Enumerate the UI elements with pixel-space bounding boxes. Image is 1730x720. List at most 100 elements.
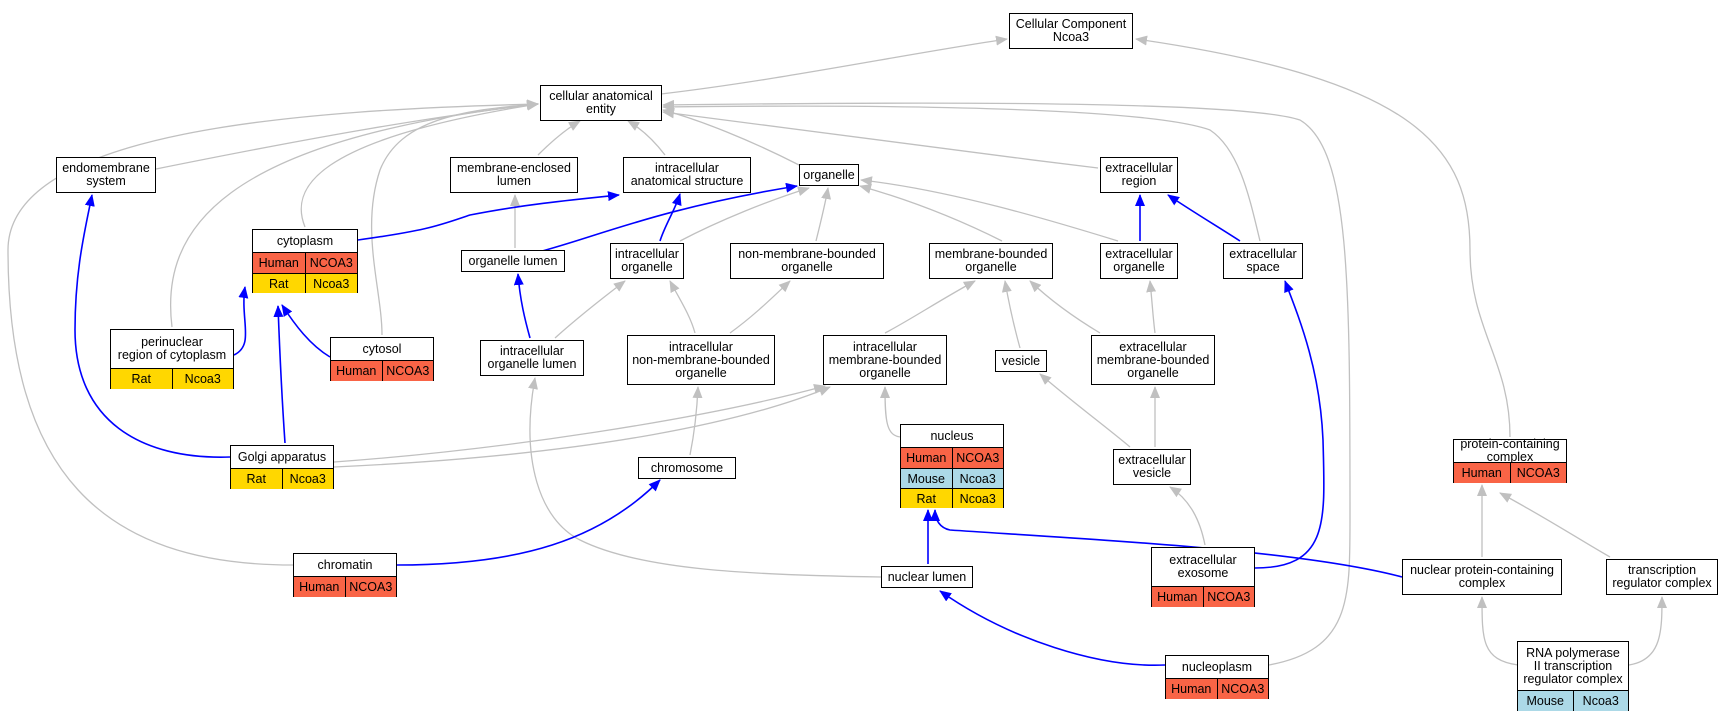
go-term-org[interactable]: organelle — [799, 164, 859, 186]
go-term-vesicle[interactable]: vesicle — [995, 350, 1047, 372]
go-term-label-line: nucleus — [930, 428, 974, 443]
go-term-nuclum[interactable]: nuclear lumen — [881, 566, 973, 588]
go-term-label-line: membrane-bounded — [1096, 352, 1210, 367]
go-term-label: chromosome — [639, 458, 735, 478]
edge-intorg-part_of-ias — [659, 193, 682, 242]
species-cell: Rat — [253, 274, 305, 293]
go-term-label-line: organelle — [675, 365, 727, 380]
go-term-label-line: Golgi apparatus — [237, 449, 327, 464]
gene-cell: NCOA3 — [344, 577, 396, 597]
species-cell: Human — [1166, 679, 1217, 699]
go-term-label-line: exosome — [1177, 566, 1229, 580]
go-term-label-line: protein-containing — [1460, 437, 1560, 451]
edge-exsp-part_of-exreg — [1167, 194, 1241, 242]
go-term-label: organelle — [800, 165, 858, 185]
go-term-label-line: transcription — [1627, 563, 1697, 577]
go-term-label-line: nuclear protein-containing — [1410, 563, 1554, 577]
go-term-label: cytosol — [331, 338, 433, 360]
go-term-orglum[interactable]: organelle lumen — [461, 250, 565, 272]
gene-cell: Ncoa3 — [304, 274, 357, 293]
go-term-label-line: nuclear lumen — [887, 569, 967, 584]
go-term-label-line: anatomical structure — [630, 174, 744, 188]
edge-golgi-part_of-endo — [74, 194, 231, 458]
go-term-label-line: endomembrane — [62, 161, 150, 175]
species-cell: Rat — [901, 489, 952, 508]
go-term-label: vesicle — [996, 351, 1046, 371]
gene-cell: NCOA3 — [1202, 587, 1254, 607]
go-term-label-line: regulator complex — [1523, 671, 1623, 686]
go-term-label-line: entity — [586, 102, 616, 116]
edge-exorg-is_a-org — [860, 176, 1119, 242]
edge-exo-part_of-exsp — [1254, 280, 1325, 569]
edge-orglum-part_of-org — [526, 182, 798, 256]
edge-trc-is_a-pcc — [1499, 492, 1611, 558]
go-term-label-line: complex — [1458, 576, 1506, 590]
go-term-label-line: region — [1121, 174, 1157, 188]
species-cell: Human — [294, 577, 345, 597]
edge-peri-is_a-cae — [169, 100, 539, 328]
go-term-label-line: organelle lumen — [487, 357, 577, 371]
species-cell: Rat — [111, 369, 172, 389]
go-term-label-line: intracellular — [615, 247, 679, 261]
edge-chromatin-part_of-chrom — [396, 479, 661, 566]
go-term-chrom[interactable]: chromosome — [638, 457, 736, 479]
edge-nuclum-is_a-iol — [528, 377, 882, 578]
go-term-label: nucleus — [901, 425, 1003, 447]
go-term-label-line: vesicle — [1001, 353, 1041, 368]
species-cell: Mouse — [901, 469, 952, 488]
go-term-label-line: chromatin — [317, 557, 373, 572]
edge-exmbo-is_a-exorg — [1146, 280, 1157, 334]
go-term-label: cytoplasm — [253, 230, 357, 252]
edge-inmbo-is_a-nmbo — [729, 280, 791, 334]
go-term-label-line: organelle — [1127, 365, 1179, 380]
go-term-label-line: extracellular — [1105, 247, 1173, 261]
species-cell: Human — [1152, 587, 1203, 607]
